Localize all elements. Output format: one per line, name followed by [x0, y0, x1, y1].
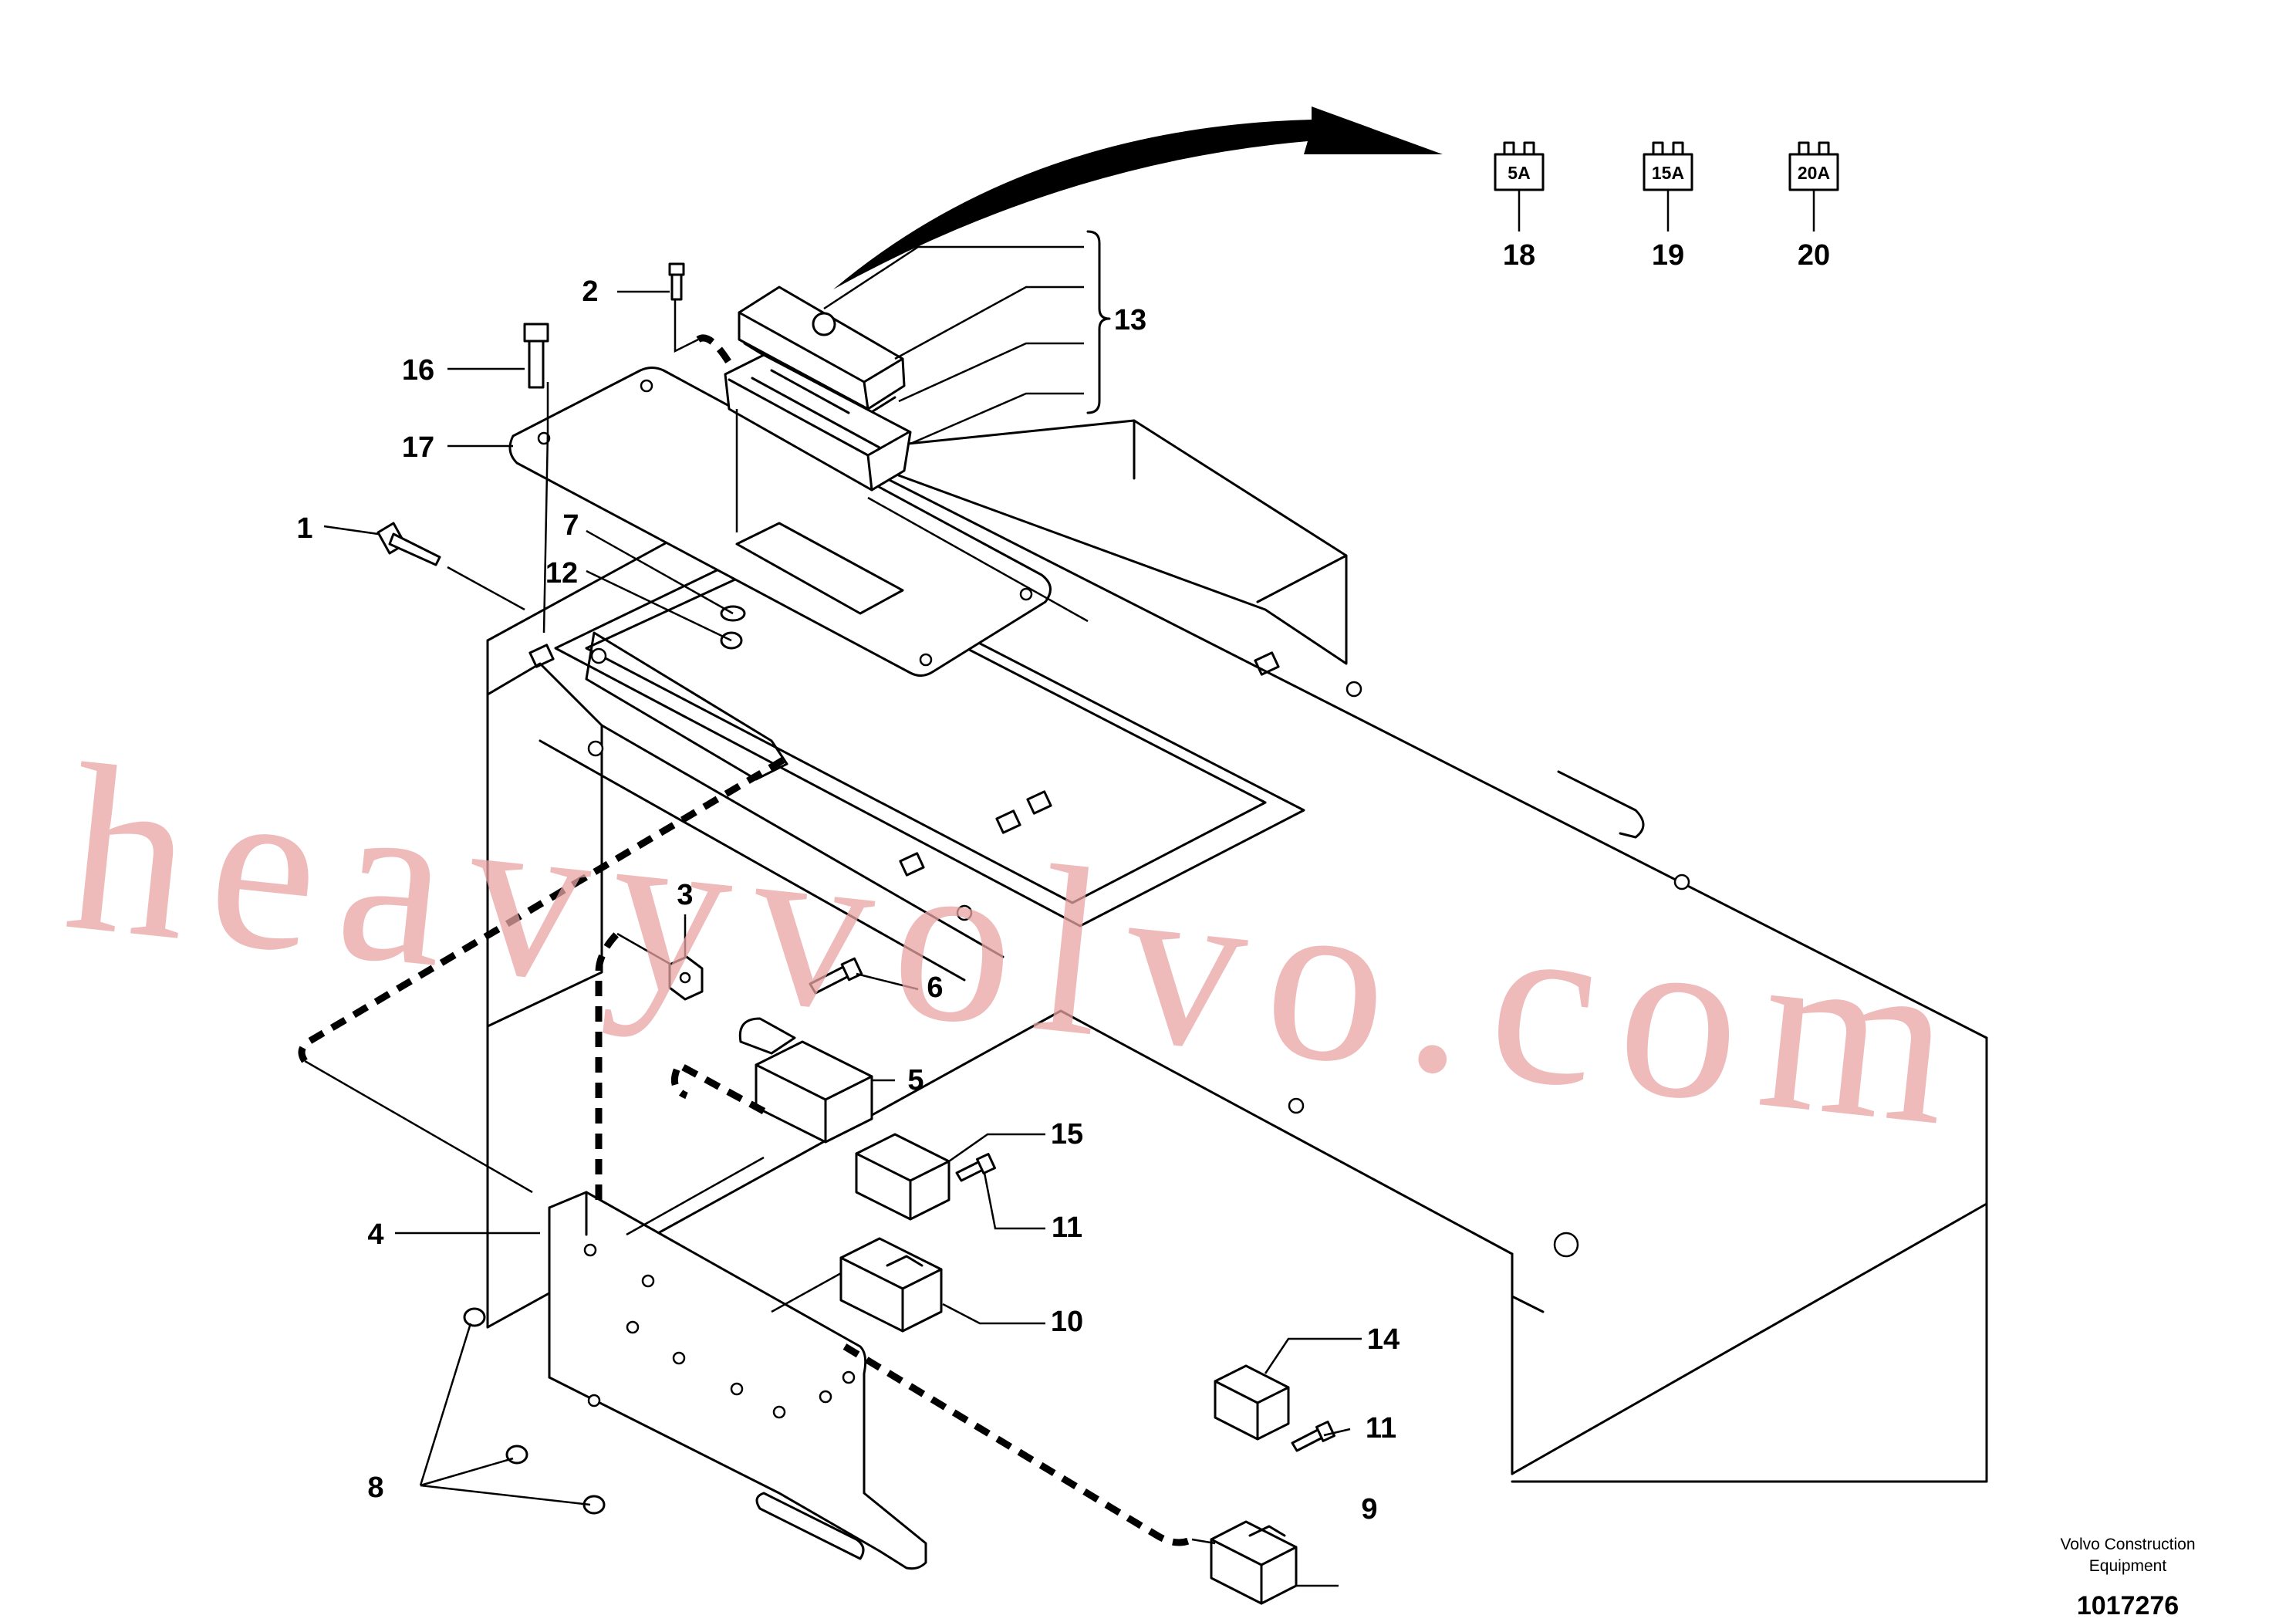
watermark: heavyvolvo.com	[56, 715, 1985, 1178]
clip-nut-3	[668, 955, 704, 1001]
svg-text:5A: 5A	[1508, 163, 1530, 183]
fuse-box-assembly	[724, 286, 912, 492]
fuse-5a: 5A	[1494, 141, 1545, 231]
callout-7: 7	[562, 509, 579, 542]
curved-arrow	[833, 106, 1443, 289]
screw-11-upper	[955, 1153, 996, 1182]
bolt-1	[376, 522, 441, 566]
bolt-16	[523, 323, 549, 389]
cover-plate	[508, 367, 1052, 677]
assembly-lines	[298, 299, 1216, 1546]
callout-10: 10	[1051, 1306, 1083, 1338]
relay-14	[1214, 1364, 1290, 1441]
callout-1: 1	[296, 512, 312, 545]
svg-text:20A: 20A	[1798, 163, 1830, 183]
callout-17: 17	[402, 431, 434, 464]
relay-socket-9	[1210, 1520, 1298, 1605]
svg-text:15A: 15A	[1652, 163, 1684, 183]
document-number: 1017276	[2077, 1591, 2179, 1620]
callout-4: 4	[367, 1218, 383, 1251]
nut-8-b	[505, 1445, 528, 1465]
screw-11-lower	[1291, 1421, 1335, 1452]
callout-6: 6	[927, 972, 943, 1004]
callout-5: 5	[907, 1064, 923, 1097]
leader-lines	[323, 245, 1362, 1587]
callout-9: 9	[1361, 1493, 1377, 1526]
callout-11-lower: 11	[1366, 1412, 1396, 1445]
callout-15: 15	[1051, 1118, 1083, 1151]
credit-line-1: Volvo Construction	[2060, 1536, 2195, 1553]
callout-14: 14	[1367, 1323, 1400, 1356]
fuse-15a: 15A	[1643, 141, 1693, 231]
callout-20: 20	[1798, 239, 1830, 272]
callout-3: 3	[677, 879, 693, 911]
screw-2	[668, 262, 685, 301]
main-housing	[486, 419, 1988, 1483]
relay-5	[738, 1017, 873, 1144]
callout-19: 19	[1652, 239, 1684, 272]
callout-8: 8	[367, 1472, 383, 1504]
nut-8-a	[463, 1307, 486, 1327]
fuse-20a: 20A	[1788, 141, 1839, 231]
callout-18: 18	[1503, 239, 1535, 272]
callout-2: 2	[582, 275, 598, 308]
callout-13: 13	[1114, 304, 1146, 336]
callout-12: 12	[545, 557, 578, 590]
relay-15	[855, 1133, 950, 1221]
callout-16: 16	[402, 354, 434, 387]
credit-line-2: Equipment	[2089, 1557, 2167, 1575]
bracket-13	[1086, 230, 1111, 414]
mounting-bracket	[548, 1191, 927, 1570]
relay-socket-10	[839, 1237, 943, 1333]
callout-11-upper: 11	[1052, 1211, 1082, 1244]
